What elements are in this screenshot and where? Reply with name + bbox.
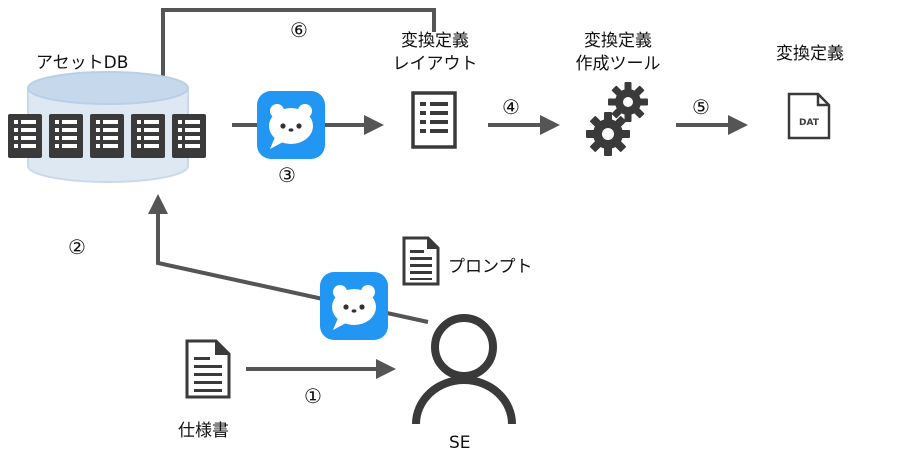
spec-label: 仕様書 [178, 421, 229, 441]
step-6-label: ⑥ [290, 18, 308, 42]
dat-tag: DAT [799, 118, 820, 128]
definition-label: 変換定義 [776, 44, 844, 64]
tool-label-line1: 変換定義 [584, 31, 652, 51]
user-icon [412, 314, 516, 425]
se-label: SE [449, 433, 471, 453]
table-icon [90, 114, 124, 158]
arrow-step6 [153, 8, 436, 104]
dat-file-icon: DAT [787, 92, 831, 140]
gears-icon [586, 82, 648, 156]
prompt-document-icon [402, 236, 440, 286]
database-tables [8, 114, 206, 158]
layout-label-line2: レイアウト [392, 54, 478, 74]
spec-document-icon [185, 339, 231, 399]
table-icon [172, 114, 206, 158]
step-3-label: ③ [278, 163, 296, 187]
table-icon [131, 114, 165, 158]
layout-label-line1: 変換定義 [401, 31, 469, 51]
list-document-icon [411, 91, 457, 149]
gear-icon [608, 82, 648, 122]
chat-bear-icon [320, 272, 388, 340]
table-icon [8, 114, 42, 158]
step-5-label: ⑤ [692, 95, 710, 119]
step-2-label: ② [68, 235, 86, 259]
chat-bear-icon [257, 91, 325, 159]
table-icon [49, 114, 83, 158]
asset-db-label: アセットDB [36, 53, 129, 73]
gear-icon [586, 112, 630, 156]
step-1-label: ① [304, 384, 322, 408]
prompt-label: プロンプト [448, 257, 533, 277]
tool-label-line2: 作成ツール [575, 54, 661, 74]
step-4-label: ④ [502, 95, 520, 119]
